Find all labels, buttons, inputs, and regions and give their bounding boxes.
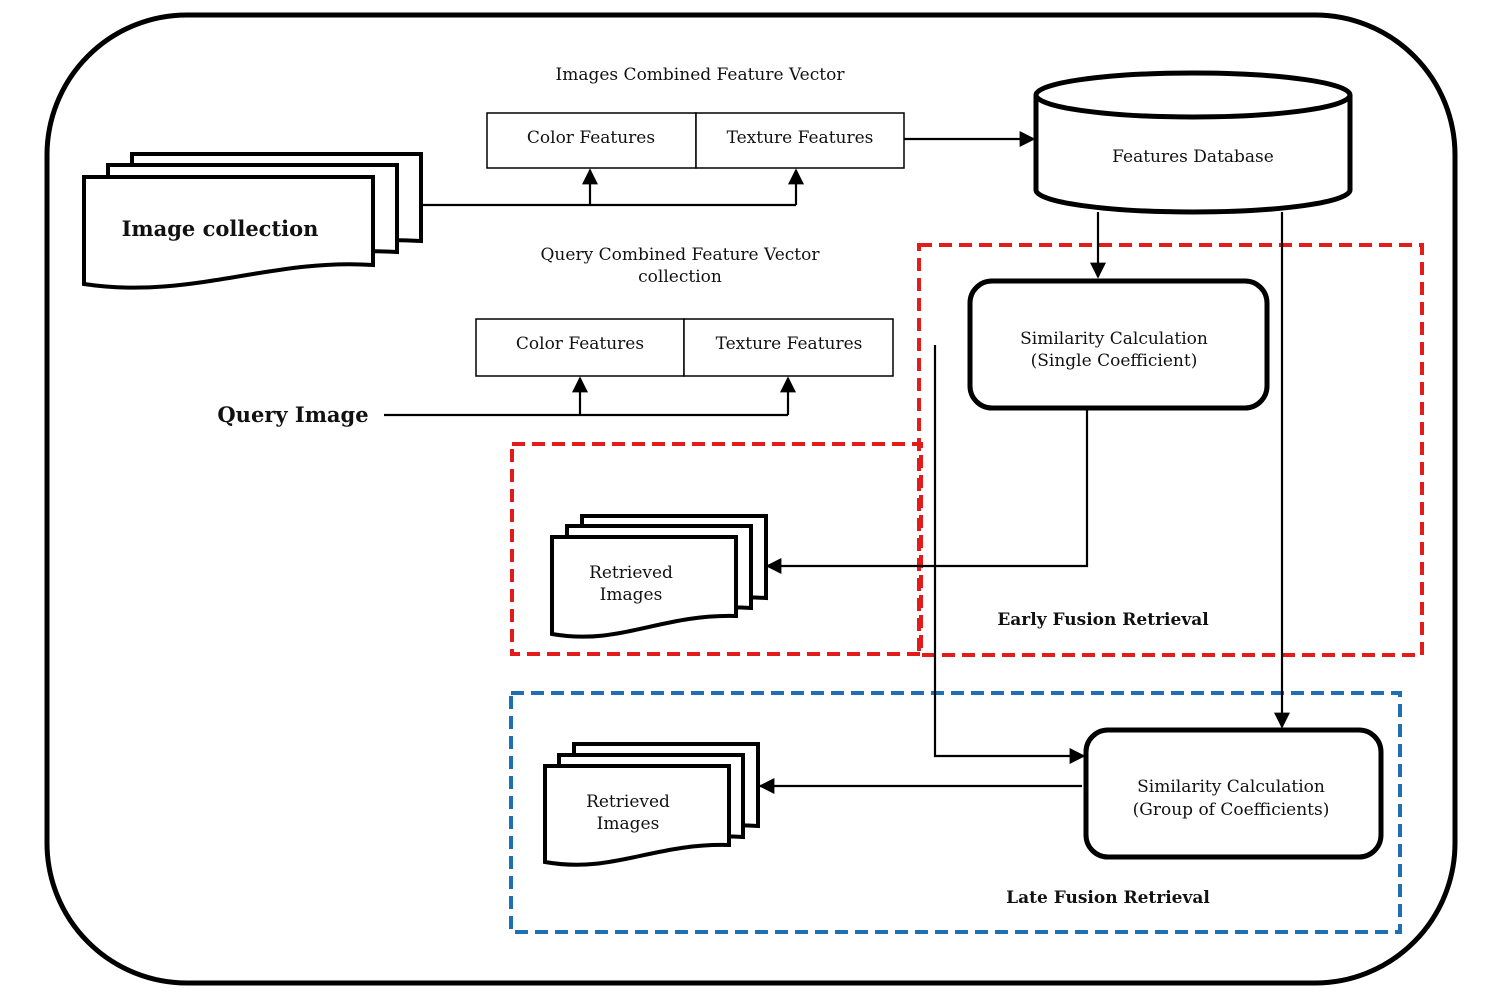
image-collection-label: Image collection [122, 216, 319, 241]
early-similarity-line1: Similarity Calculation [1020, 329, 1208, 349]
outer-frame [44, 12, 1458, 986]
early-similarity-box [967, 278, 1270, 411]
early-retrieved-line1: Retrieved [589, 563, 673, 583]
images-vector-title: Images Combined Feature Vector [556, 65, 846, 85]
early-fusion-label: Early Fusion Retrieval [997, 610, 1209, 630]
query-texture-features-label: Texture Features [716, 334, 863, 354]
images-texture-features-box [695, 112, 905, 169]
early-retrieved-images-stack [550, 514, 768, 639]
images-color-features-box [486, 112, 697, 169]
image-collection-stack [82, 152, 423, 290]
late-fusion-region [509, 691, 1402, 934]
query-to-late-similarity-arrow [933, 345, 1086, 764]
late-similarity-line1: Similarity Calculation [1137, 777, 1325, 797]
late-similarity-line2: (Group of Coefficients) [1133, 800, 1330, 820]
late-fusion-label: Late Fusion Retrieval [1006, 888, 1210, 908]
query-vector-title-line1: Query Combined Feature Vector [541, 245, 821, 265]
images-texture-features-label: Texture Features [727, 128, 874, 148]
early-retrieved-line2: Images [600, 585, 663, 605]
late-retrieved-line1: Retrieved [586, 792, 670, 812]
early-similarity-line2: (Single Coefficient) [1031, 351, 1198, 371]
early-fusion-region [917, 243, 1424, 657]
images-color-features-label: Color Features [527, 128, 655, 148]
query-color-features-label: Color Features [516, 334, 644, 354]
late-retrieved-line2: Images [597, 814, 660, 834]
collection-to-vector-connector [421, 168, 804, 207]
early-similarity-to-retrieved-arrow [765, 410, 1089, 574]
query-vector-title-line2: collection [638, 267, 722, 287]
late-retrieved-images-stack [543, 742, 760, 867]
features-database-label: Features Database [1112, 147, 1274, 167]
query-texture-features-box [683, 318, 894, 377]
early-retrieved-region [510, 442, 923, 656]
features-database-cylinder [1033, 70, 1353, 215]
late-similarity-box [1083, 727, 1384, 860]
query-to-vector-connector [384, 376, 796, 417]
query-image-label: Query Image [217, 402, 368, 427]
query-color-features-box [475, 318, 685, 377]
